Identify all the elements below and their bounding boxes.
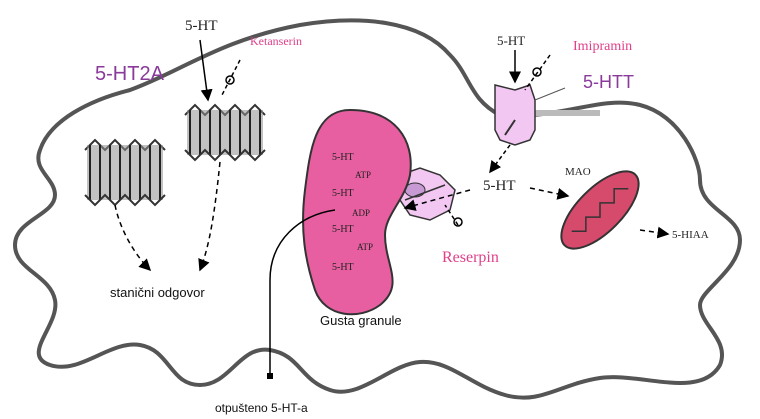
arrow-imipramin-block	[525, 55, 550, 90]
label-granule-5ht-2: 5-HT	[332, 188, 354, 199]
arrow-receptor-right-response	[200, 162, 220, 270]
label-dense-granule: Gusta granule	[320, 313, 402, 328]
label-granule-5ht-3: 5-HT	[332, 224, 354, 235]
label-5ht-top: 5-HT	[185, 18, 218, 34]
arrow-receptor-left-response	[115, 205, 150, 270]
label-5htt: 5-HTT	[583, 72, 634, 92]
label-granule-5ht-1: 5-HT	[332, 152, 354, 163]
label-granule-adp: ADP	[352, 208, 370, 218]
label-5ht-cytosol: 5-HT	[483, 178, 516, 194]
label-ketanserin: Ketanserin	[250, 34, 302, 48]
arrow-transporter-to-cytosol	[490, 145, 510, 172]
arrow-ketanserin-block	[222, 60, 240, 95]
transporter-5htt	[495, 85, 535, 145]
label-line-5htt	[535, 88, 565, 100]
arrow-mao-to-5hiaa	[640, 230, 668, 234]
label-5ht-transporter: 5-HT	[497, 33, 525, 48]
release-marker	[267, 373, 273, 379]
arrow-cytosol-to-mao	[530, 188, 568, 196]
label-granule-atp-2: ATP	[357, 242, 373, 252]
label-reserpin: Reserpin	[442, 249, 499, 266]
label-mao: MAO	[565, 166, 591, 178]
label-5hiaa: 5-HIAA	[672, 229, 709, 241]
label-released-serotonin: otpušteno 5-HT-a	[215, 401, 308, 415]
label-granule-5ht-4: 5-HT	[332, 262, 354, 273]
label-cell-response: stanični odgovor	[110, 285, 205, 300]
arrow-5ht-to-receptor	[200, 40, 208, 100]
receptor-5ht2a-left	[85, 140, 165, 205]
label-imipramin: Imipramin	[573, 39, 632, 54]
label-5ht2a: 5-HT2A	[95, 63, 165, 85]
receptor-5ht2a-right	[185, 105, 265, 160]
label-granule-atp-1: ATP	[355, 170, 371, 180]
